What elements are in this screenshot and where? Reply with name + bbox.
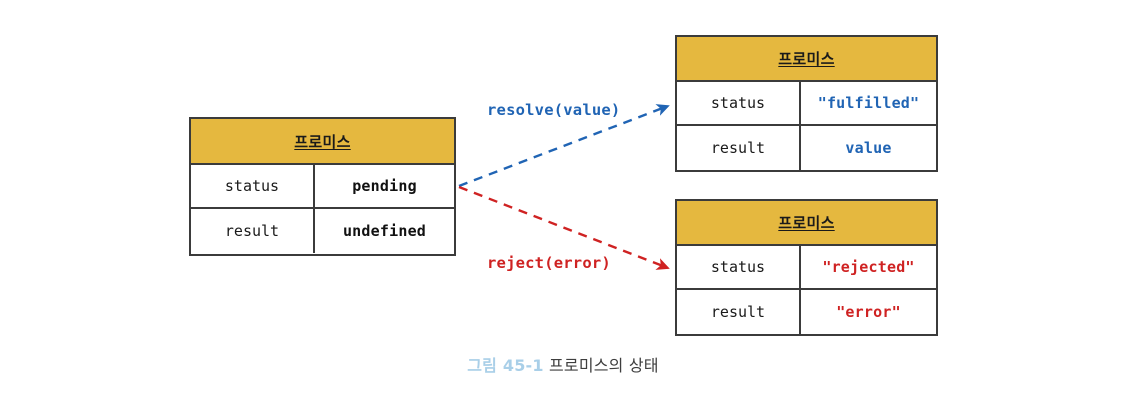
cell-value-result: undefined bbox=[342, 222, 427, 240]
promise-table-rejected: 프로미스 status "rejected" result "error" bbox=[675, 199, 938, 336]
cell-value-status: "fulfilled" bbox=[817, 94, 920, 112]
cell-value-result: value bbox=[845, 139, 892, 157]
cell-value-status: "rejected" bbox=[822, 258, 915, 276]
table-header-label: 프로미스 bbox=[778, 50, 835, 68]
cell-value-result: "error" bbox=[836, 303, 901, 321]
figure-number: 그림 45-1 bbox=[467, 356, 544, 375]
table-row: status "rejected" bbox=[677, 246, 936, 290]
cell-key-status: status bbox=[677, 246, 801, 288]
table-row: result "error" bbox=[677, 290, 936, 334]
table-row: status pending bbox=[191, 165, 454, 209]
table-row: result value bbox=[677, 126, 936, 170]
figure-caption: 그림 45-1 프로미스의 상태 bbox=[0, 352, 1126, 376]
arrow-label-resolve: resolve(value) bbox=[487, 101, 621, 119]
promise-table-pending: 프로미스 status pending result undefined bbox=[189, 117, 456, 256]
cell-key-status: status bbox=[677, 82, 801, 124]
table-header-label: 프로미스 bbox=[294, 132, 351, 151]
arrow-label-reject: reject(error) bbox=[487, 254, 611, 272]
table-header-pending: 프로미스 bbox=[191, 119, 454, 165]
promise-table-fulfilled: 프로미스 status "fulfilled" result value bbox=[675, 35, 938, 172]
cell-key-result: result bbox=[677, 126, 801, 170]
table-header-fulfilled: 프로미스 bbox=[677, 37, 936, 82]
cell-key-result: result bbox=[677, 290, 801, 334]
figure-title-text: 프로미스의 상태 bbox=[549, 356, 659, 375]
table-header-label: 프로미스 bbox=[778, 214, 835, 232]
table-row: result undefined bbox=[191, 209, 454, 253]
cell-key-result: result bbox=[191, 209, 315, 253]
table-header-rejected: 프로미스 bbox=[677, 201, 936, 246]
cell-key-status: status bbox=[191, 165, 315, 207]
table-row: status "fulfilled" bbox=[677, 82, 936, 126]
cell-value-status: pending bbox=[352, 177, 417, 195]
